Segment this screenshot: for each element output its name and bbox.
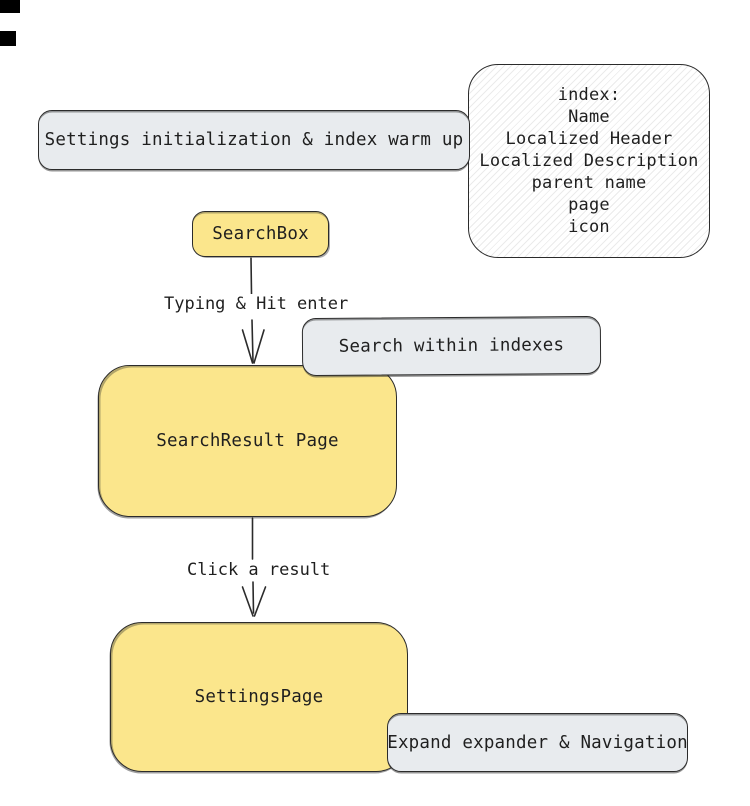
- node-settings-initialization: Settings initialization & index warm up: [38, 110, 470, 170]
- arrow-click-result: [241, 517, 267, 617]
- node-search-within-indexes: Search within indexes: [301, 315, 602, 377]
- corner-mark-bottom: [0, 31, 16, 46]
- index-fields-line: page: [568, 195, 610, 215]
- node-searchbox: SearchBox: [192, 211, 329, 257]
- index-fields-line: Localized Header: [505, 129, 673, 149]
- edge-label-typing-hit-enter: Typing & Hit enter: [162, 294, 351, 314]
- node-label: Settings initialization & index warm up: [44, 130, 464, 150]
- edge-label-click-a-result: Click a result: [185, 560, 333, 580]
- index-fields-line: index:: [557, 85, 621, 105]
- corner-mark-top: [0, 0, 20, 13]
- node-index-fields: index: Name Localized Header Localized D…: [468, 64, 710, 258]
- arrow-typing-enter: [241, 257, 265, 364]
- node-settings-page: SettingsPage: [110, 622, 408, 772]
- node-search-result-page: SearchResult Page: [98, 365, 397, 517]
- node-label: Search within indexes: [338, 335, 565, 357]
- node-expand-expander-navigation: Expand expander & Navigation: [387, 713, 688, 772]
- node-label: SettingsPage: [194, 687, 324, 707]
- node-label: SearchBox: [212, 224, 309, 244]
- index-fields-line: icon: [568, 217, 610, 237]
- index-fields-line: Name: [568, 107, 610, 127]
- node-label: SearchResult Page: [156, 431, 339, 451]
- node-label: Expand expander & Navigation: [387, 732, 688, 753]
- index-fields-line: parent name: [531, 173, 647, 193]
- index-fields-line: Localized Description: [479, 151, 699, 171]
